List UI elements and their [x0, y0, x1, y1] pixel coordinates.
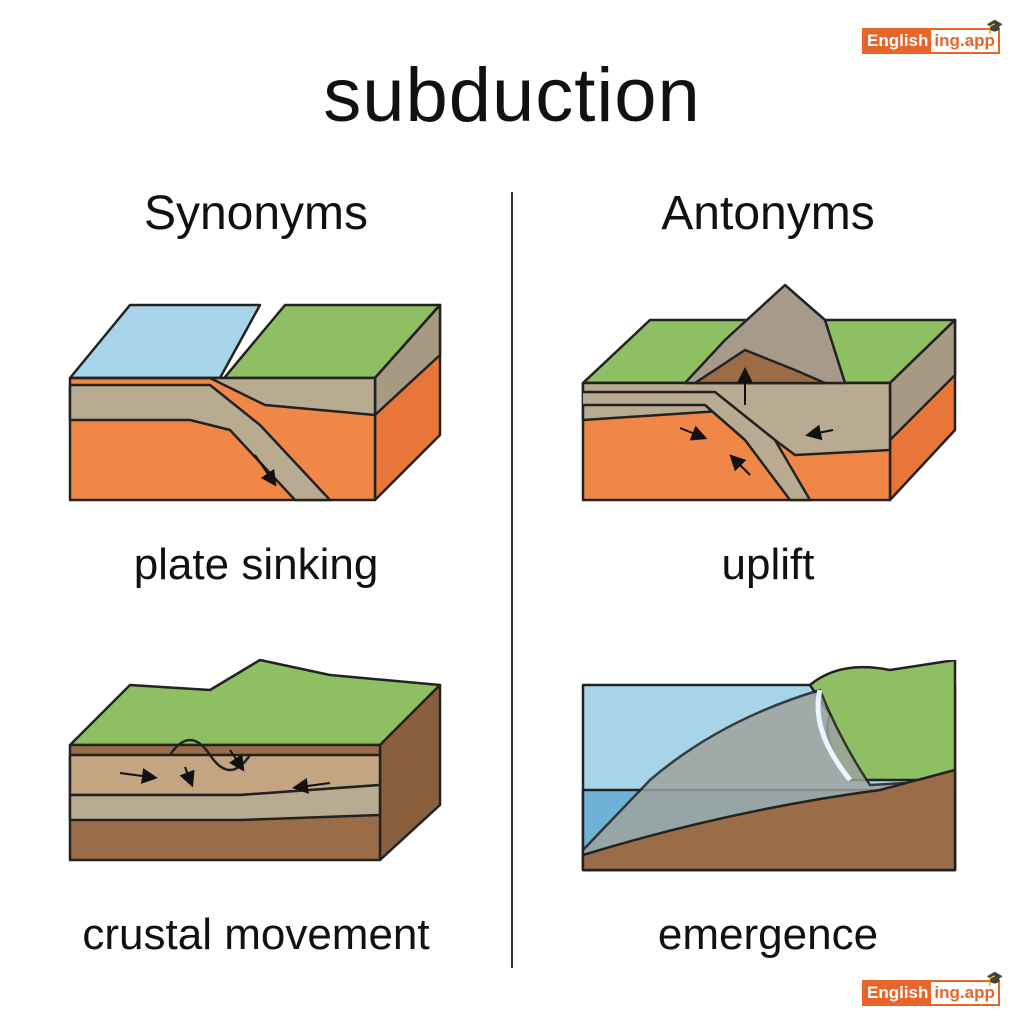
antonym-label: emergence	[657, 910, 879, 959]
logo-text-part2: ing.app	[931, 982, 998, 1004]
page-title: subduction	[323, 53, 701, 138]
graduation-cap-icon: 🎓	[986, 970, 1004, 986]
uplift-illustration	[581, 283, 957, 502]
plate-sinking-illustration	[68, 303, 442, 502]
antonyms-heading: Antonyms	[661, 187, 875, 240]
emergence-illustration	[581, 660, 957, 872]
logo-text-part1: English	[864, 30, 932, 52]
column-divider	[511, 192, 513, 968]
synonyms-heading: Synonyms	[143, 187, 369, 240]
logo-text-part2: ing.app	[931, 30, 998, 52]
synonym-label: plate sinking	[133, 540, 379, 589]
antonym-label: uplift	[721, 540, 815, 589]
crustal-movement-illustration	[68, 658, 442, 862]
graduation-cap-icon: 🎓	[986, 18, 1004, 34]
logo-text-part1: English	[864, 982, 932, 1004]
synonym-label: crustal movement	[82, 910, 430, 959]
